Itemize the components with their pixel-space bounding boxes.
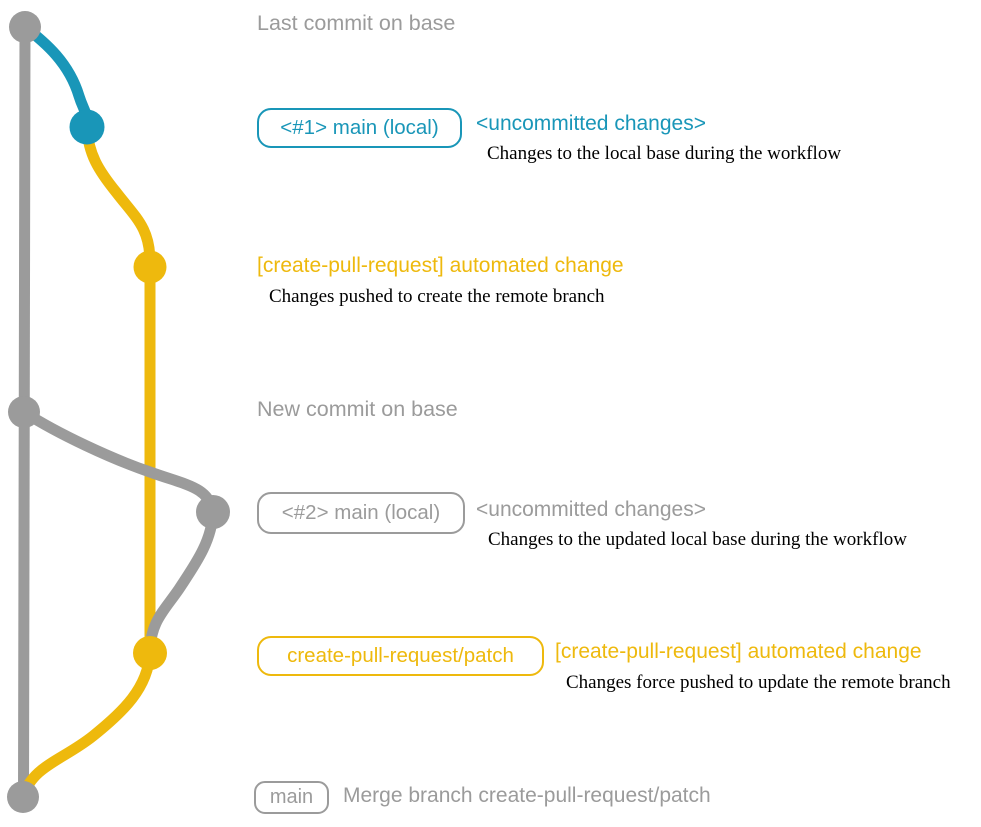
uncommitted-changes-caption-2: Changes to the updated local base during… — [488, 529, 907, 550]
commit-node-merge — [7, 781, 39, 813]
uncommitted-changes-title-2: <uncommitted changes> — [476, 498, 706, 521]
commit-node-local-2 — [196, 495, 230, 529]
uncommitted-changes-title-1: <uncommitted changes> — [476, 112, 706, 135]
automated-change-caption-2: Changes force pushed to update the remot… — [566, 672, 951, 693]
last-commit-label: Last commit on base — [257, 11, 456, 35]
commit-node-local-1 — [69, 109, 105, 145]
branch-badge-main: main — [254, 781, 329, 814]
branch-badge-label: create-pull-request/patch — [287, 644, 514, 667]
automated-change-caption-1: Changes pushed to create the remote bran… — [269, 286, 605, 307]
branch-badge-create-pull-request-patch: create-pull-request/patch — [257, 636, 544, 676]
commit-graph — [7, 11, 230, 813]
base-diverge-line — [18, 406, 219, 518]
commit-node-last-base — [9, 11, 41, 43]
commit-node-automated-1 — [133, 250, 167, 284]
local-branch-line — [19, 21, 93, 133]
branch-badge-main-local-2: <#2> main (local) — [257, 492, 465, 534]
merge-branch-title: Merge branch create-pull-request/patch — [343, 784, 711, 807]
commit-node-new-base — [8, 396, 40, 428]
new-commit-label: New commit on base — [257, 397, 458, 421]
uncommitted-changes-caption-1: Changes to the local base during the wor… — [487, 143, 842, 164]
automated-change-title-2: [create-pull-request] automated change — [555, 640, 922, 663]
branch-badge-label: main — [269, 786, 314, 808]
base-converge-line — [144, 506, 219, 659]
branch-badge-main-local-1: <#1> main (local) — [257, 108, 462, 148]
branch-badge-label: <#2> main (local) — [281, 501, 441, 524]
automated-change-title-1: [create-pull-request] automated change — [257, 254, 624, 277]
commit-node-automated-2 — [133, 636, 167, 670]
branch-badge-label: <#1> main (local) — [280, 116, 439, 139]
